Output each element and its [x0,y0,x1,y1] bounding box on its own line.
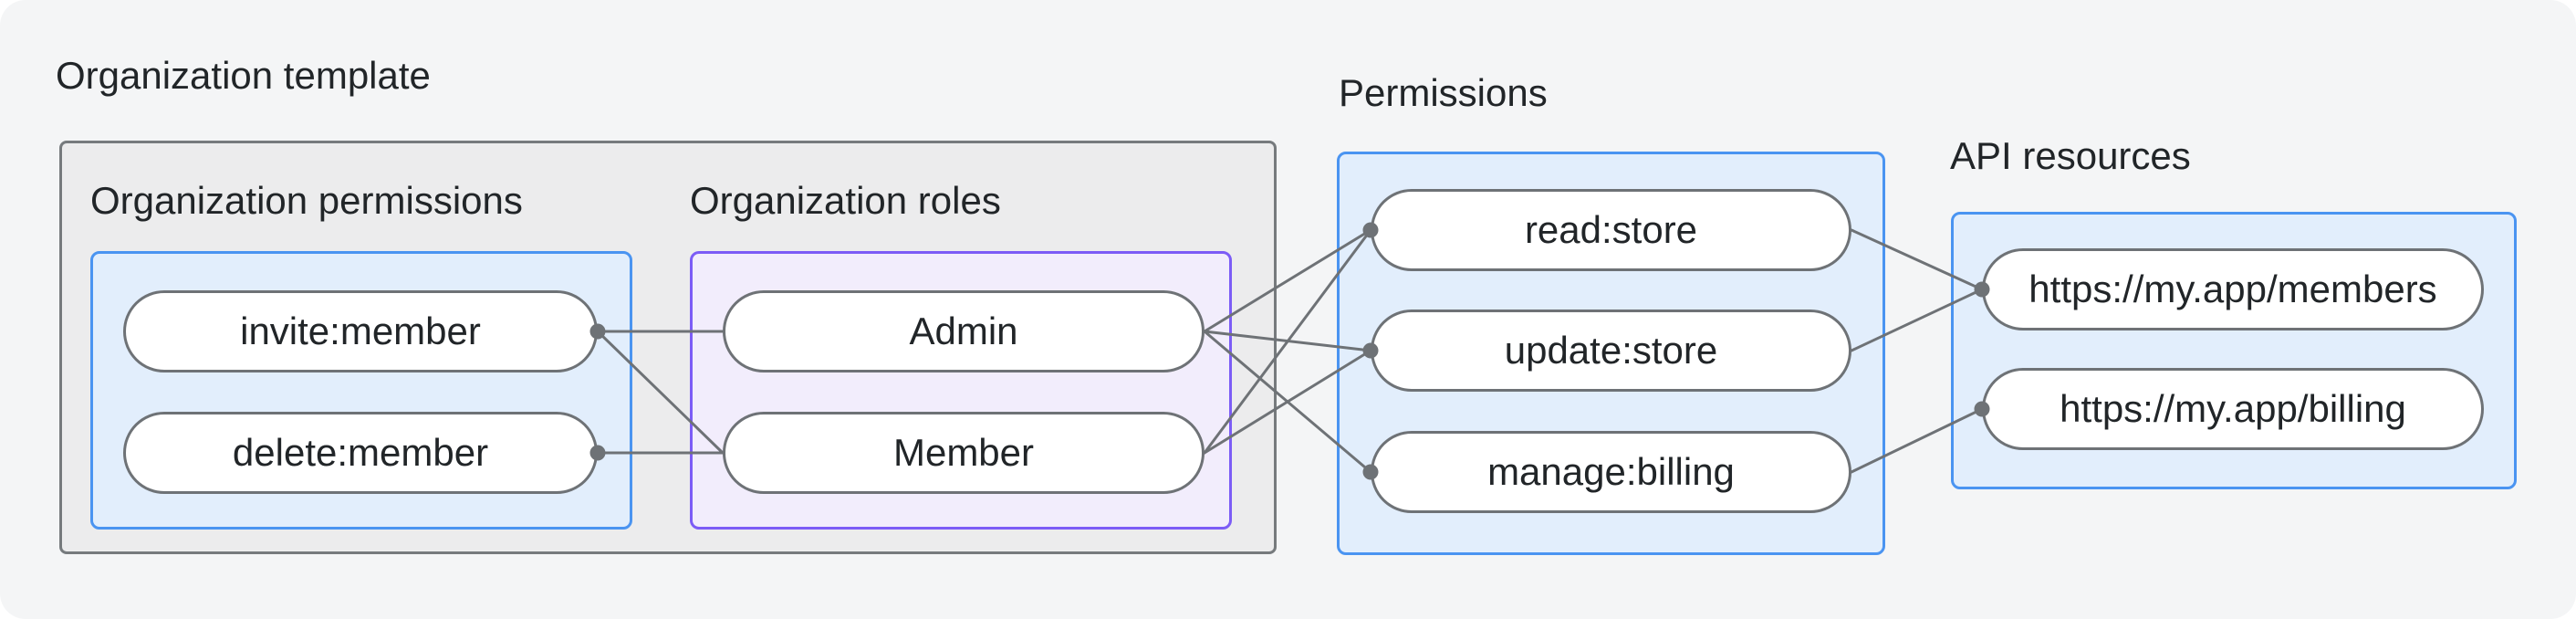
node-read-store: read:store [1371,189,1851,271]
node-manage-billing: manage:billing [1371,431,1851,513]
org-permissions-label: Organization permissions [90,179,523,222]
org-roles-label: Organization roles [690,179,1001,222]
node-member-role: Member [723,412,1205,494]
node-update-store: update:store [1371,310,1851,392]
api-resources-label: API resources [1950,134,2191,177]
node-admin-role: Admin [723,290,1205,372]
node-api-members-url: https://my.app/members [1982,248,2484,330]
permissions-label: Permissions [1339,71,1548,114]
node-api-billing-url: https://my.app/billing [1982,368,2484,450]
org-template-label: Organization template [56,54,431,97]
node-delete-member: delete:member [123,412,598,494]
node-invite-member: invite:member [123,290,598,372]
